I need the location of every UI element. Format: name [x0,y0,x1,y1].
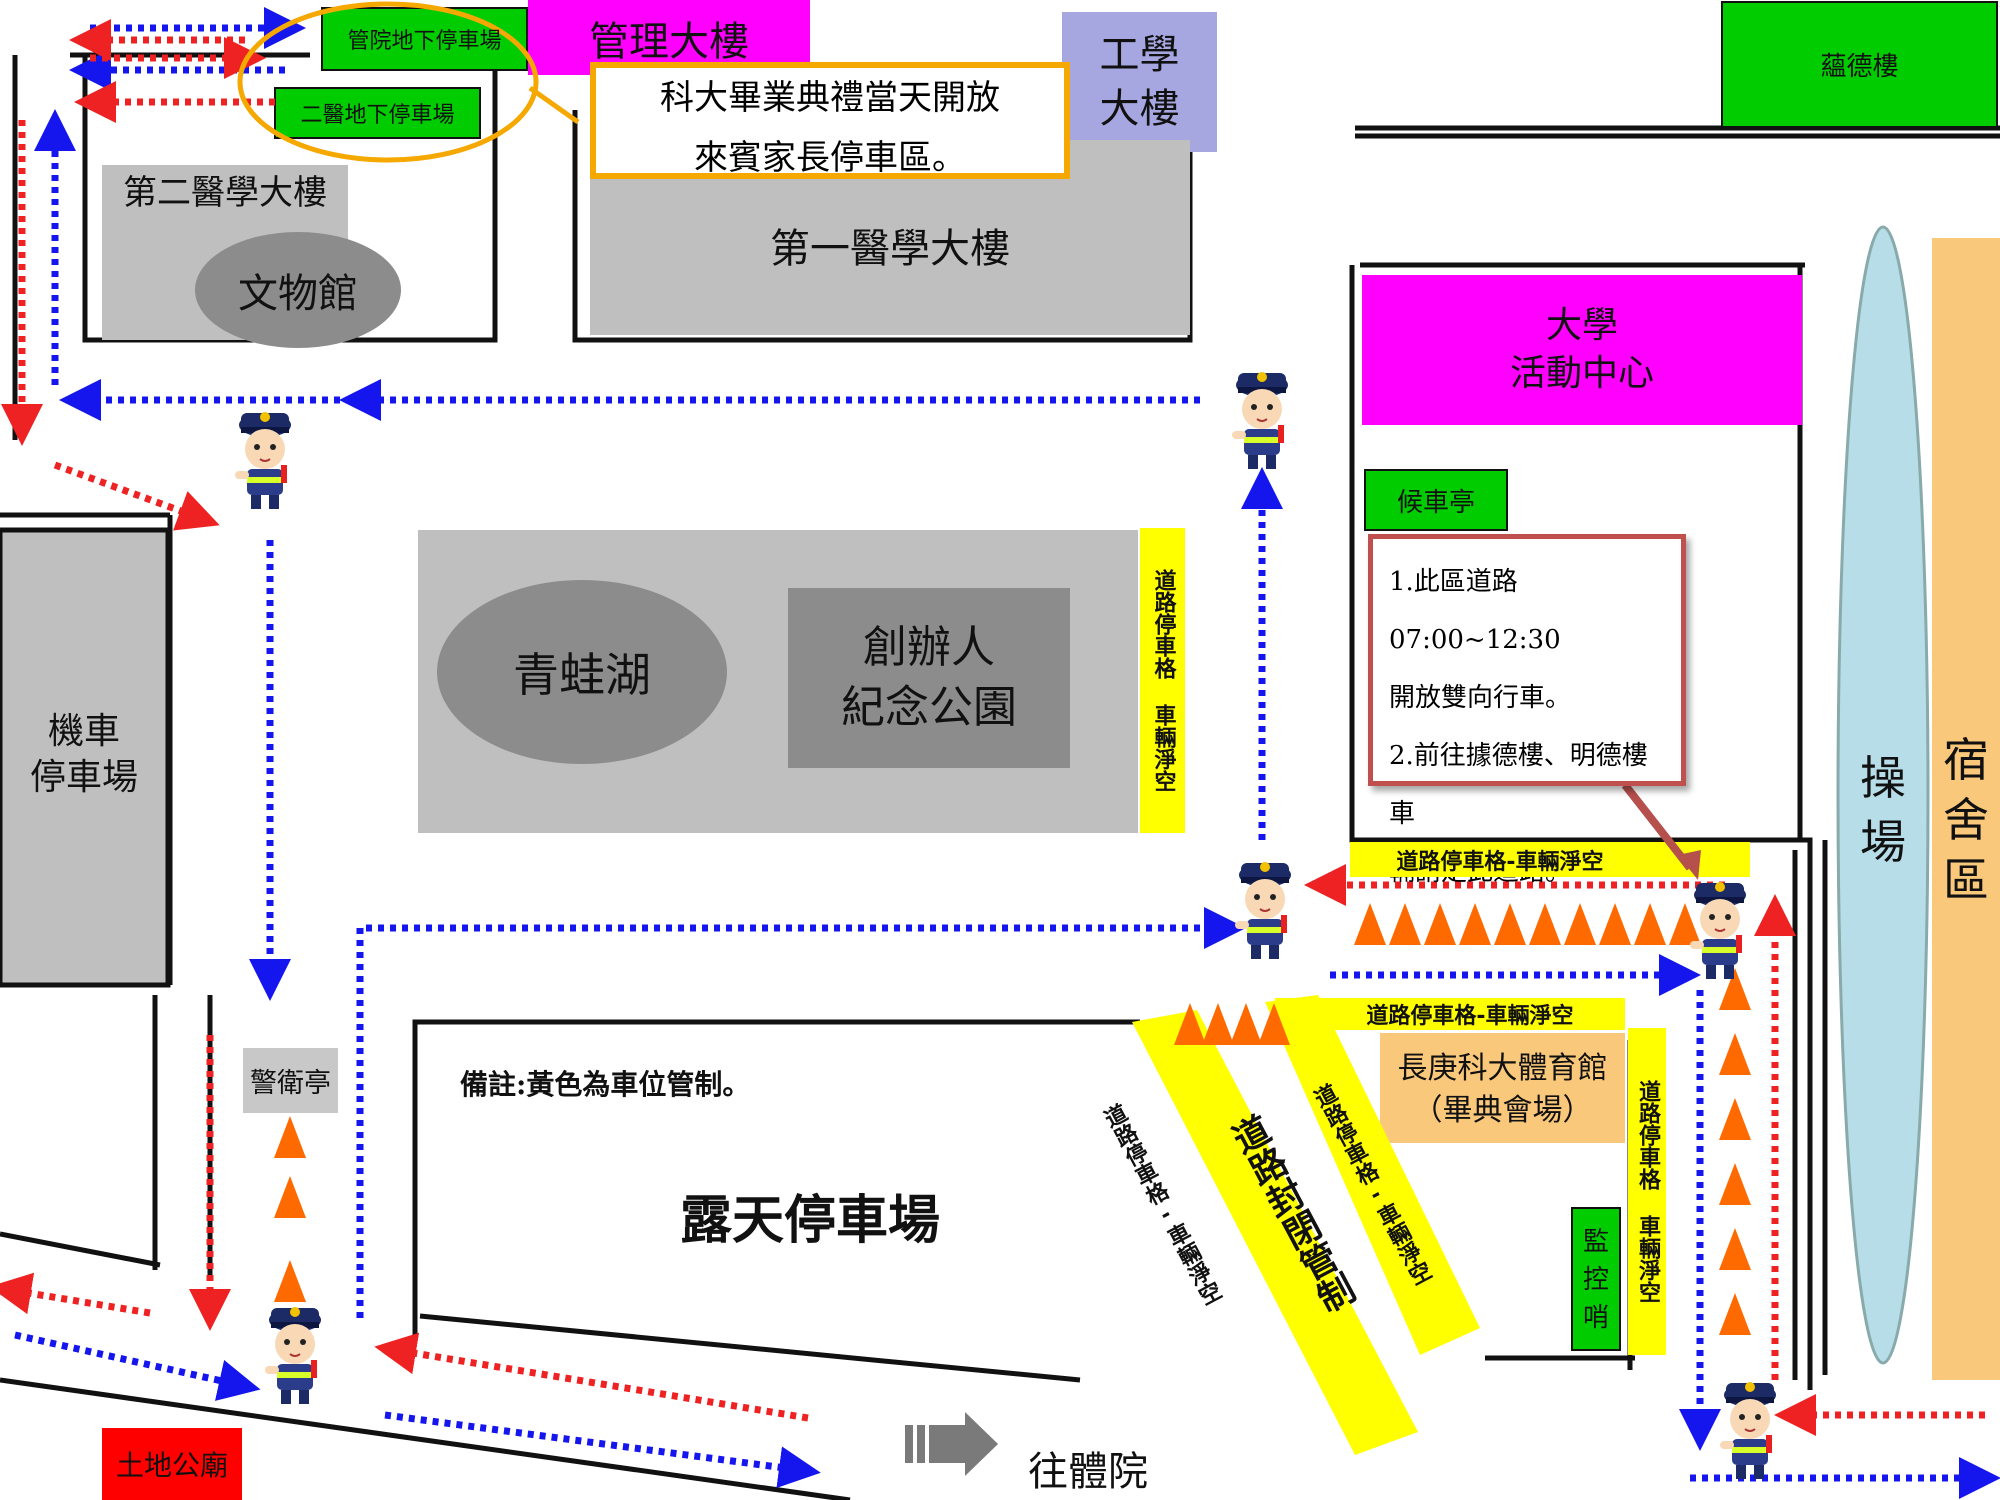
second-med-parking-block [274,87,481,139]
first-medical-building-label: 第一醫學大樓 [770,226,1010,272]
guest-parking-callout: 科大畢業典禮當天開放 來賓家長停車區。 [590,62,1070,179]
note-line-1: 1.此區道路07:00~12:30 [1389,567,1561,655]
waiting-pavilion-block [1364,469,1508,531]
waiting-pavilion-label: 候車亭 [1396,487,1475,518]
second-medical-building-label: 第二醫學大樓 [123,172,327,213]
to-gym-label: 往體院 [1028,1449,1148,1495]
guard-booth-block [243,1048,338,1113]
management-building-label: 管理大樓 [589,18,749,65]
gymnasium-block [1380,1033,1625,1143]
callout-leader [528,85,580,125]
playground-shape [1836,225,1930,1365]
dormitory-block [1932,238,2000,1380]
museum-label: 文物館 [238,271,358,317]
scooter-parking-block [0,527,171,988]
callout-line-2: 來賓家長停車區。 [694,138,966,178]
dormitory-label: 宿 舍 區 [1943,733,1989,907]
frog-lake-shape [437,580,727,764]
playground-label: 操 場 [1860,751,1906,869]
gym-top-restriction-label: 道路停車格-車輛淨空 [1320,998,1620,1030]
yunde-building-label: 蘊德樓 [1820,52,1899,82]
top-right-restriction-label: 道路停車格-車輛淨空 [1350,842,1650,877]
founder-park-label: 創辦人 紀念公園 [841,622,1017,733]
callout-line-1: 科大畢業典禮當天開放 [660,78,1000,118]
museum-shape [195,232,401,348]
guard-booth-label: 警衛亭 [250,1068,331,1099]
blue-traffic-arrows [14,7,2000,1499]
scooter-parking-label: 機車 停車場 [29,711,138,798]
remark-text: 備註:黃色為車位管制。 [460,1068,751,1101]
gym-right-restriction-label: 道路停車格 車輛淨空 [1628,1028,1666,1355]
student-center-label: 大學 活動中心 [1509,305,1654,394]
frog-lake-label: 青蛙湖 [513,648,651,702]
parking-highlight-ring [237,1,539,163]
yunde-block [1721,1,1998,128]
gymnasium-label: 長庚科大體育館 （畢典會場） [1397,1051,1608,1128]
road-curbs [0,52,2000,1500]
note-pointer [1621,782,1694,871]
note-line-2: 開放雙向行車。 [1389,683,1572,713]
land-temple-block [102,1428,242,1500]
note-line-3: 2.前往據德樓、明德樓車 [1389,741,1648,829]
open-parking-label: 露天停車場 [679,1189,940,1251]
monitor-post-block [1571,1207,1621,1351]
monitor-post-label: 監 控 哨 [1582,1227,1609,1333]
direction-arrow-icon [905,1412,998,1476]
engineering-block [1062,12,1217,152]
center-vertical-restriction-label: 道路停車格 車輛淨空 [1140,528,1185,833]
red-traffic-arrows [0,19,1985,1436]
second-med-parking-label: 二醫地下停車場 [300,103,455,128]
road-opening-note: 1.此區道路07:00~12:30 開放雙向行車。 2.前往據德樓、明德樓車 輛… [1368,534,1686,887]
engineering-building-label: 工學 大樓 [1099,32,1180,132]
founder-park-block [788,588,1070,768]
land-temple-label: 土地公廟 [115,1449,228,1482]
student-center-block [1362,275,1802,425]
mgmt-parking-label: 管院地下停車場 [347,29,502,54]
